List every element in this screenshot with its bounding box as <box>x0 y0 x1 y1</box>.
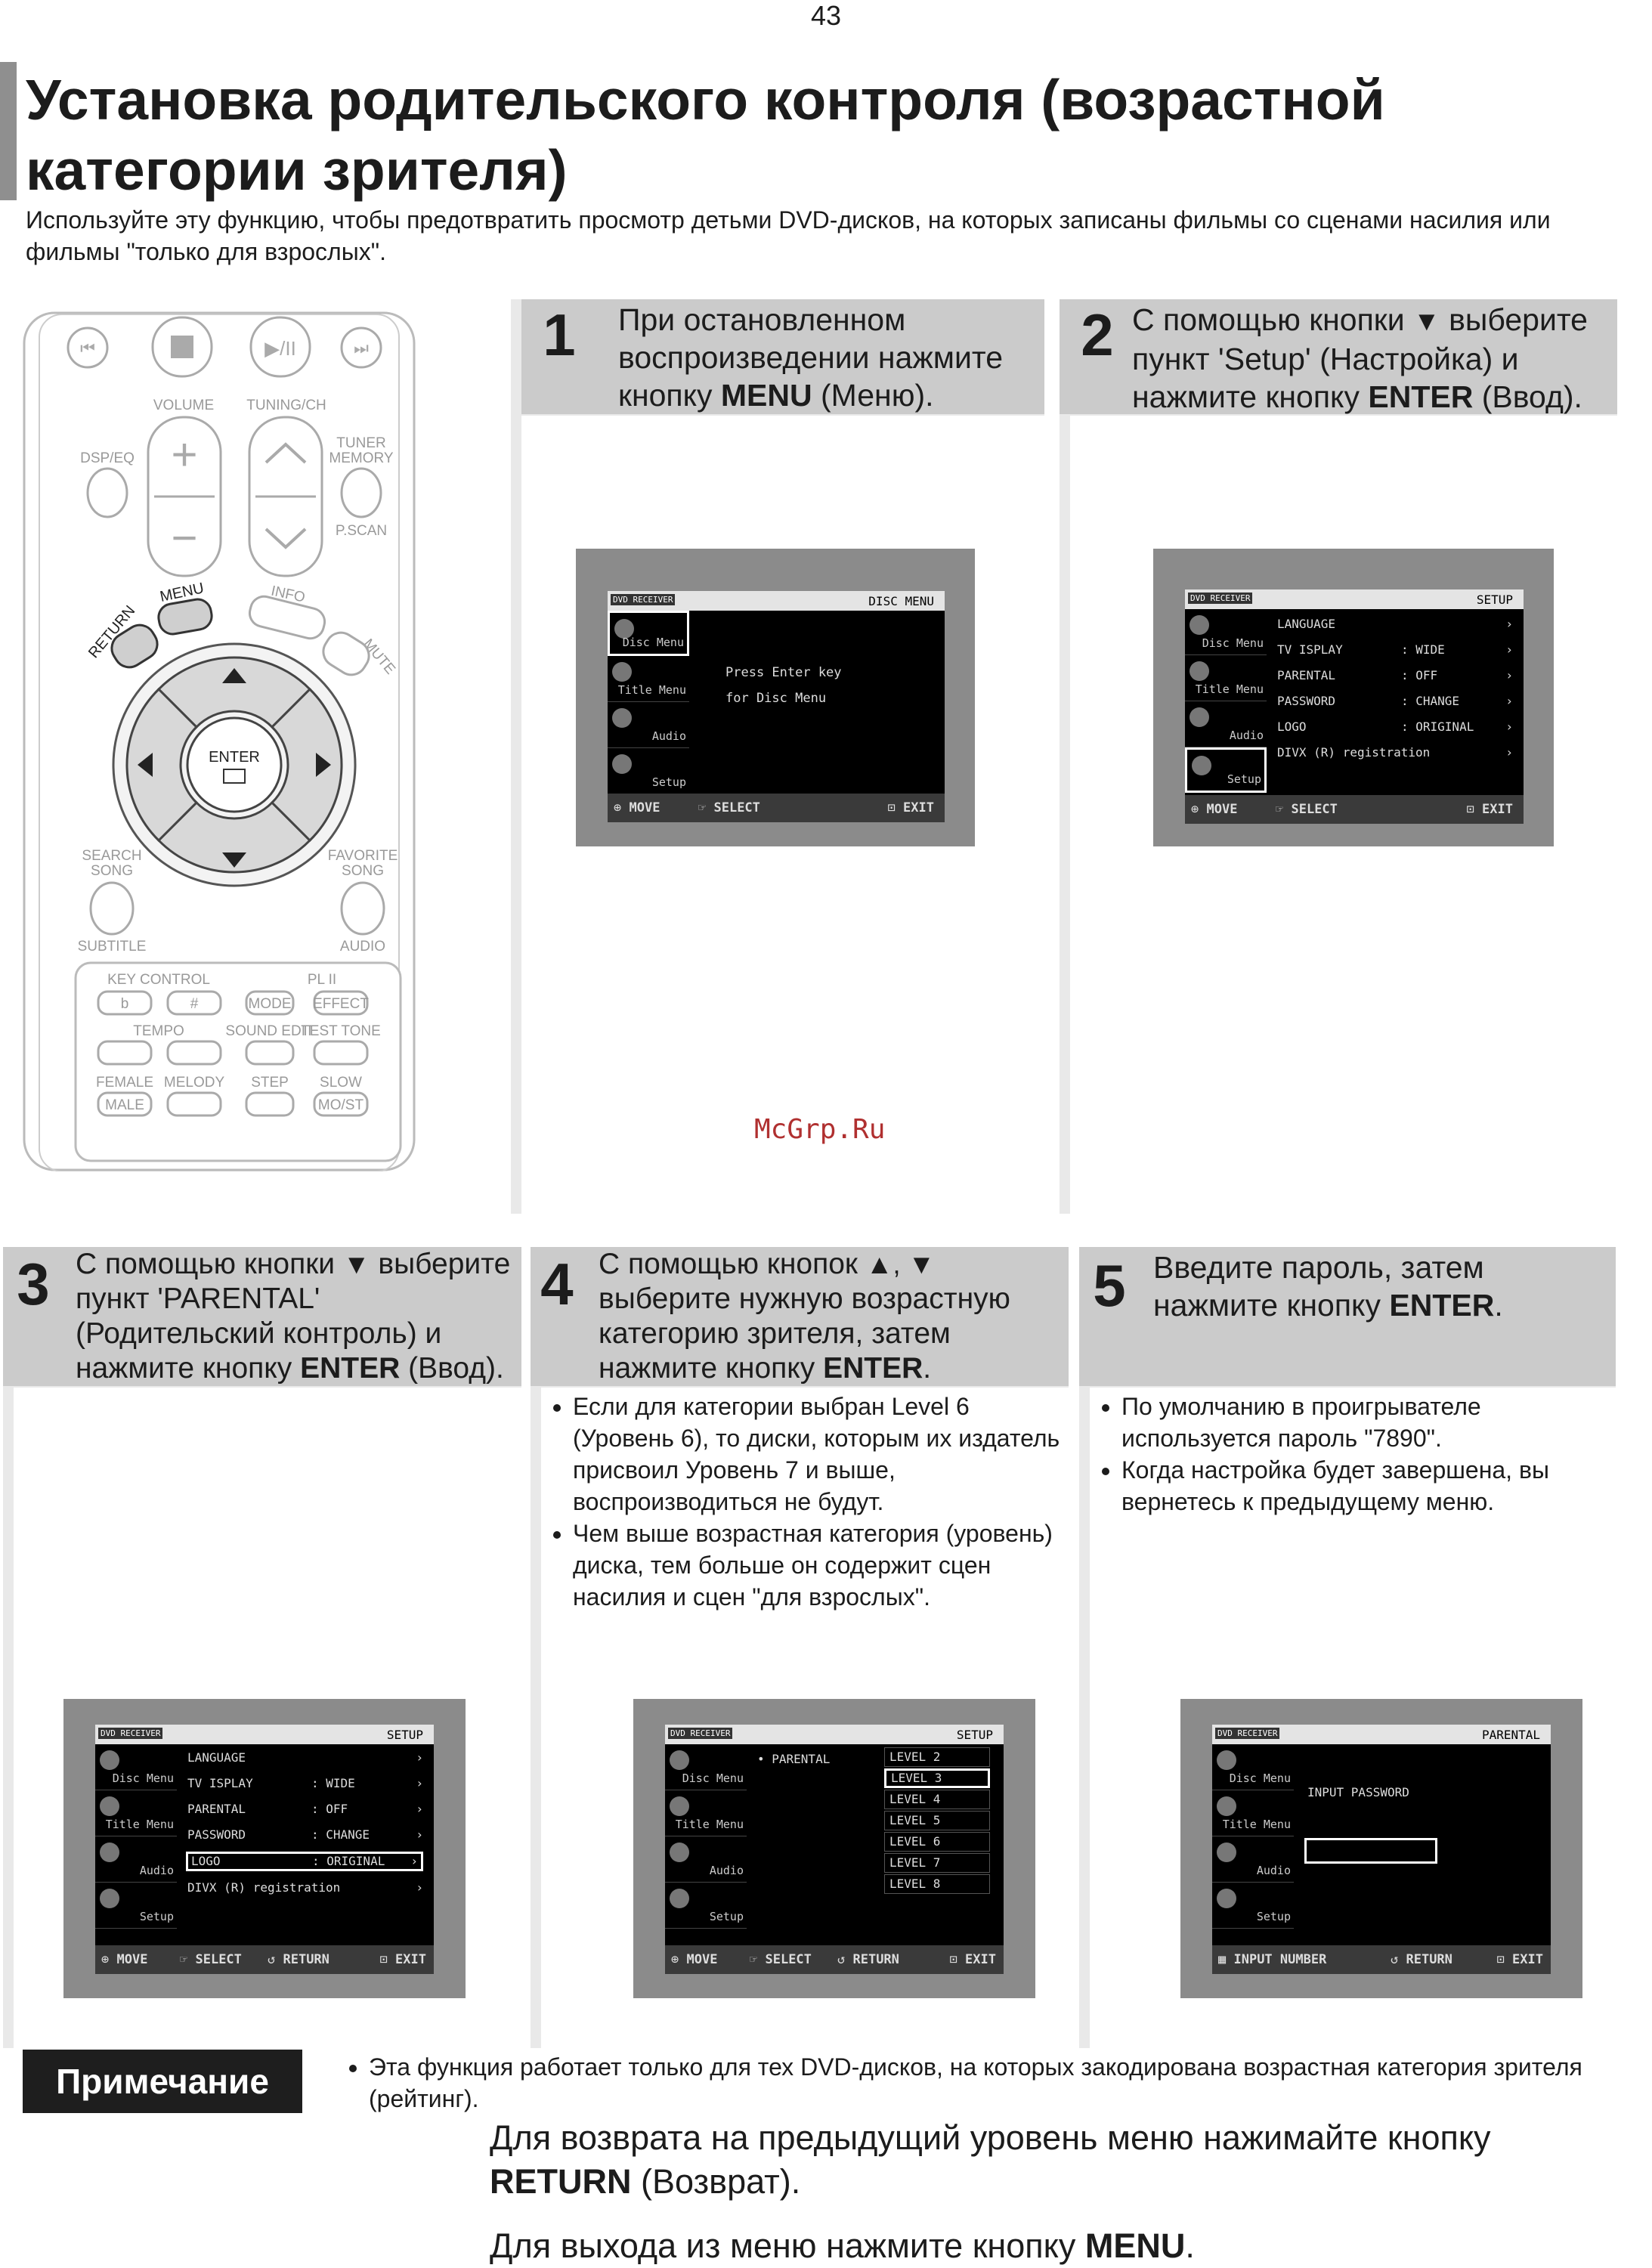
svg-text:SEARCH: SEARCH <box>82 848 141 864</box>
step-5-text: Введите пароль, затем нажмите кнопку ENT… <box>1153 1250 1503 1323</box>
remote-audio-label: AUDIO <box>340 939 385 955</box>
remote-dsp-label: DSP/EQ <box>80 450 135 466</box>
page-title: Установка родительского контроля (возрас… <box>26 68 1385 202</box>
svg-text:FAVORITE: FAVORITE <box>328 848 398 864</box>
note-label: Примечание <box>23 2050 302 2113</box>
remote-test-tone-label: TEST TONE <box>301 1023 381 1039</box>
remote-female-label: FEMALE <box>96 1075 153 1091</box>
svg-text:+: + <box>171 429 197 480</box>
step-4-notes: Если для категории выбран Level 6 (Урове… <box>543 1391 1067 1613</box>
step-1-number: 1 <box>543 302 576 368</box>
note-text: Эта функция работает только для тех DVD-… <box>339 2051 1623 2115</box>
remote-step-label: STEP <box>251 1075 289 1091</box>
svg-text:SONG: SONG <box>342 863 384 879</box>
step-4-number: 4 <box>540 1251 574 1317</box>
password-field[interactable] <box>1304 1838 1437 1864</box>
svg-text:MEMORY: MEMORY <box>329 450 393 466</box>
step-1-text: При остановленном воспроизведении нажмит… <box>618 302 1003 413</box>
step-5-note: По умолчанию в проигрывателе используетс… <box>1121 1391 1613 1454</box>
svg-text:SONG: SONG <box>91 863 133 879</box>
svg-text:▶/II: ▶/II <box>265 337 296 360</box>
svg-text:b: b <box>121 996 129 1012</box>
step-3-header <box>3 1247 521 1386</box>
remote-male-label: MALE <box>105 1097 144 1113</box>
step-3-text: С помощью кнопки ▼ выберите пункт 'PAREN… <box>76 1248 511 1385</box>
step-2-text: С помощью кнопки ▼ выберите пункт 'Setup… <box>1132 302 1588 414</box>
step-5-number: 5 <box>1093 1252 1126 1319</box>
remote-pl2-label: PL II <box>308 972 336 988</box>
remote-subtitle-label: SUBTITLE <box>78 939 147 955</box>
step-4-header <box>531 1247 1069 1386</box>
remote-control-drawing: ⏮ ▶/II ⏭ VOLUME TUNING/CH + − DSP/EQ TUN… <box>23 311 416 1172</box>
remote-enter-label: ENTER <box>209 749 260 766</box>
remote-pscan-label: P.SCAN <box>336 523 387 539</box>
svg-text:⏭: ⏭ <box>354 339 369 357</box>
svg-text:−: − <box>171 512 197 563</box>
step-4-note: Чем выше возрастная категория (уровень) … <box>573 1518 1067 1613</box>
step-5-header <box>1079 1247 1616 1386</box>
remote-most-label: MO/ST <box>318 1097 364 1113</box>
remote-control-illustration: ⏮ ▶/II ⏭ VOLUME TUNING/CH + − DSP/EQ TUN… <box>23 311 416 1172</box>
remote-melody-label: MELODY <box>164 1075 225 1091</box>
step-4-text: С помощью кнопок ▲, ▼ выберите нужную во… <box>599 1248 1010 1385</box>
step-2-number: 2 <box>1081 302 1114 368</box>
remote-tempo-label: TEMPO <box>133 1023 184 1039</box>
return-instruction: Для возврата на предыдущий уровень меню … <box>490 2118 1491 2201</box>
remote-slow-label: SLOW <box>320 1075 362 1091</box>
remote-key-control-label: KEY CONTROL <box>107 972 210 988</box>
svg-text:#: # <box>190 996 199 1012</box>
step-2-header <box>1060 299 1617 414</box>
title-accent-bar <box>0 62 17 200</box>
step-5-note: Когда настройка будет завершена, вы верн… <box>1121 1454 1613 1518</box>
intro-text: Используйте эту функцию, чтобы предотвра… <box>26 206 1551 265</box>
remote-tuning-label: TUNING/CH <box>246 398 326 413</box>
step-5-notes: По умолчанию в проигрывателе используетс… <box>1091 1391 1613 1518</box>
remote-volume-label: VOLUME <box>153 398 214 413</box>
exit-instruction: Для выхода из меню нажмите кнопку MENU. <box>490 2226 1195 2265</box>
step-4-note: Если для категории выбран Level 6 (Урове… <box>573 1391 1067 1518</box>
page-number: 43 <box>810 0 842 31</box>
remote-sound-edit-label: SOUND EDIT <box>225 1023 314 1039</box>
watermark: McGrp.Ru <box>754 1114 886 1145</box>
svg-text:TUNER: TUNER <box>336 435 385 451</box>
remote-effect-label: EFFECT <box>313 996 369 1012</box>
remote-mode-label: MODE <box>249 996 292 1012</box>
svg-text:⏮: ⏮ <box>80 339 95 357</box>
step-3-number: 3 <box>17 1251 50 1317</box>
step-1-header <box>521 299 1044 414</box>
